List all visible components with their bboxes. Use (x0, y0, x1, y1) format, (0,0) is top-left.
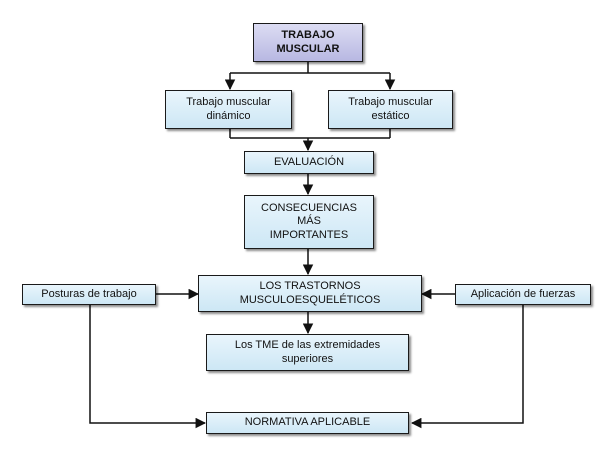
node-estatico: Trabajo muscular estático (328, 90, 453, 129)
node-fuerzas-label: Aplicación de fuerzas (470, 287, 576, 300)
node-dinamico: Trabajo muscular dinámico (165, 90, 292, 129)
node-consecuencias: CONSECUENCIAS MÁS IMPORTANTES (244, 195, 374, 249)
node-trabajo-muscular-label: TRABAJO MUSCULAR (276, 29, 340, 55)
node-tme-extremidades: Los TME de las extremidades superiores (206, 334, 409, 371)
node-evaluacion-label: EVALUACIÓN (273, 155, 345, 168)
arrow-postures-to-regulation (89, 305, 207, 429)
node-trabajo-muscular: TRABAJO MUSCULAR (253, 23, 363, 62)
node-trastornos-label: LOS TRASTORNOS MUSCULOESQUELÉTICOS (239, 280, 381, 306)
node-estatico-label: Trabajo muscular estático (348, 96, 433, 122)
node-trastornos: LOS TRASTORNOS MUSCULOESQUELÉTICOS (198, 275, 422, 312)
node-dinamico-label: Trabajo muscular dinámico (186, 96, 271, 122)
arrow-forces-to-regulation (410, 305, 524, 429)
node-normativa: NORMATIVA APLICABLE (206, 412, 409, 434)
node-fuerzas: Aplicación de fuerzas (455, 284, 591, 305)
node-posturas: Posturas de trabajo (22, 284, 156, 305)
node-tme-extremidades-label: Los TME de las extremidades superiores (234, 339, 381, 365)
node-normativa-label: NORMATIVA APLICABLE (244, 416, 371, 429)
node-consecuencias-label: CONSECUENCIAS MÁS IMPORTANTES (261, 202, 357, 241)
node-evaluacion: EVALUACIÓN (244, 151, 374, 174)
node-posturas-label: Posturas de trabajo (41, 287, 137, 300)
